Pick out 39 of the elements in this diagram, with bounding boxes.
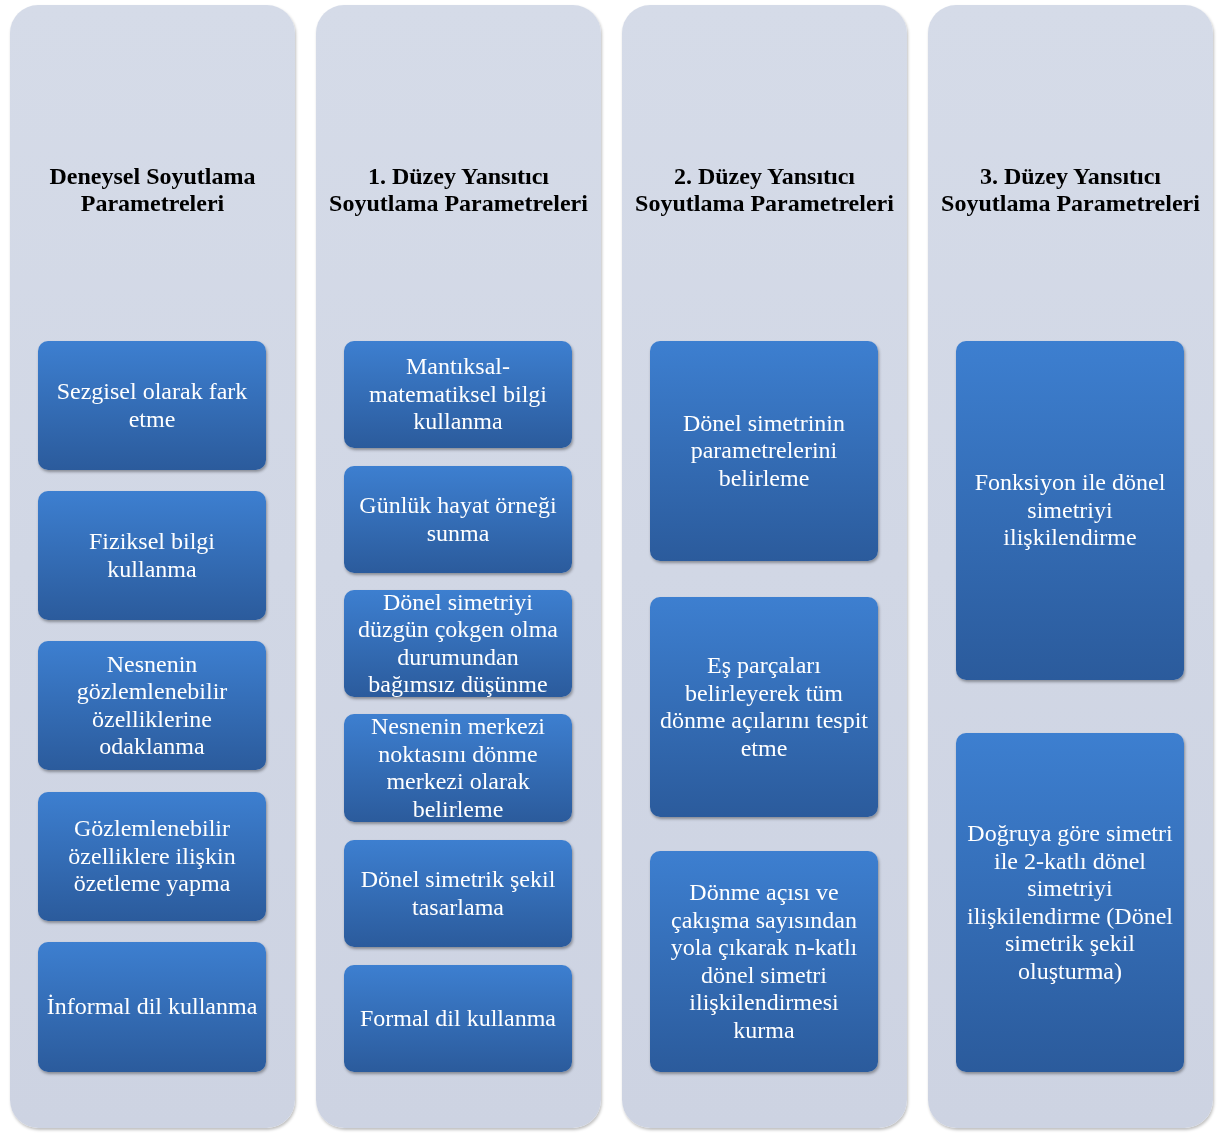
parameter-box [956,733,1184,1072]
box-text: Eş parçaları belirleyerek tüm dönme açılarını tespit etme [659,652,869,762]
box-text: Günlük hayat örneği sunma [358,492,558,547]
box-text: Gözlemlenebilir özelliklere ilişkin özetleme yapma [67,815,237,898]
column-heading: 2. Düzey Yansıtıcı Soyutlama Parametreleri [634,163,895,217]
box-text: Doğruya göre simetri ile 2-katlı dönel simetriyi ilişkilendirme (Dönel simetrik şekil oluşturma) [966,820,1174,985]
box-text: Dönme açısı ve çakışma sayısından yola çıkarak n-katlı dönel simetri ilişkilendirmesi kurma [669,879,859,1044]
parameter-box [650,597,878,817]
parameter-box [38,491,266,620]
box-text: Nesnenin gözlemlenebilir özelliklerine odaklanma [75,650,229,761]
column-panel [316,5,601,1128]
parameter-box [956,341,1184,680]
parameter-box [38,341,266,470]
column-heading: 3. Düzey Yansıtıcı Soyutlama Parametreleri [940,163,1201,217]
box-text: Sezgisel olarak fark etme [55,378,249,433]
box-text: İnformal dil kullanma [45,993,259,1021]
box-text: Nesnenin merkezi noktasını dönme merkezi olarak belirleme [370,713,546,823]
parameter-box [344,341,572,448]
parameter-box [344,965,572,1072]
box-text: Dönel simetrinin parametrelerini belirleme [682,409,846,493]
column-heading: Deneysel Soyutlama Parametreleri [48,163,257,217]
parameter-box [38,792,266,921]
box-text: Fonksiyon ile dönel simetriyi ilişkilendirme [973,469,1167,552]
parameter-box [344,840,572,947]
parameter-box [344,466,572,573]
box-text: Formal dil kullanma [359,1004,557,1033]
column-panel [10,5,295,1128]
box-text: Mantıksal-matematiksel bilgi kullanma [368,353,548,436]
parameter-box [344,714,572,822]
parameter-box [650,851,878,1072]
parameter-box [38,641,266,770]
box-text: Fiziksel bilgi kullanma [88,528,216,583]
parameter-box [650,341,878,561]
parameter-box [38,942,266,1072]
column-heading: 1. Düzey Yansıtıcı Soyutlama Parametreleri [328,163,589,217]
box-text: Dönel simetrik şekil tasarlama [359,866,557,921]
column-panel [928,5,1213,1128]
column-panel [622,5,907,1128]
box-text: Dönel simetriyi düzgün çokgen olma durumundan bağımsız düşünme [357,588,559,699]
